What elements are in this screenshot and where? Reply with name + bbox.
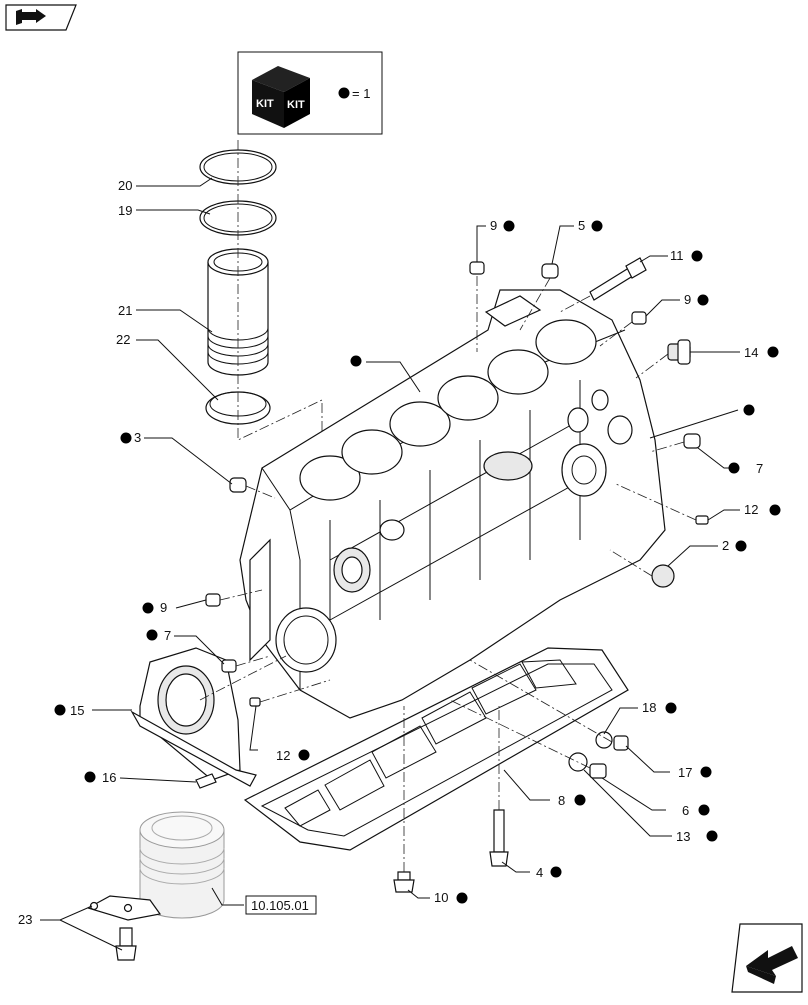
piston-reference bbox=[139, 811, 225, 919]
part-labels: 20 19 21 22 9 5 11 9 14 3 7 12 2 9 7 15 … bbox=[18, 178, 763, 927]
label-3: 3 bbox=[134, 430, 141, 445]
label-6: 6 bbox=[682, 803, 689, 818]
bolt-10 bbox=[393, 871, 415, 893]
label-18: 18 bbox=[642, 700, 656, 715]
dowel-12-right bbox=[695, 515, 709, 525]
assembly-lines bbox=[199, 276, 697, 872]
kit-box-icon: KIT KIT bbox=[252, 66, 310, 128]
engine-block bbox=[239, 289, 666, 719]
plug-3 bbox=[229, 477, 247, 493]
bolt-4 bbox=[489, 809, 509, 867]
label-2: 2 bbox=[722, 538, 729, 553]
kit-legend-box: KIT KIT = 1 bbox=[237, 51, 383, 135]
bracket-23 bbox=[86, 895, 162, 961]
label-10: 10 bbox=[434, 890, 448, 905]
label-19: 19 bbox=[118, 203, 132, 218]
plug-17 bbox=[613, 735, 629, 751]
label-4: 4 bbox=[536, 865, 543, 880]
plug-5 bbox=[541, 263, 559, 279]
bolt-11 bbox=[589, 257, 647, 301]
plug-9-top bbox=[469, 261, 485, 275]
next-page-arrow-icon[interactable] bbox=[731, 923, 803, 993]
label-13: 13 bbox=[676, 829, 690, 844]
kit-text-left: KIT bbox=[256, 98, 274, 110]
rear-seal-housing-15 bbox=[130, 647, 257, 787]
screw-16 bbox=[195, 773, 217, 789]
label-22: 22 bbox=[116, 332, 130, 347]
bushing-2 bbox=[651, 564, 675, 588]
label-21: 21 bbox=[118, 303, 132, 318]
plug-9-left bbox=[205, 593, 221, 607]
label-23: 23 bbox=[18, 912, 32, 927]
label-17: 17 bbox=[678, 765, 692, 780]
label-9-right: 9 bbox=[684, 292, 691, 307]
kit-text-right: KIT bbox=[287, 99, 305, 111]
label-9-left: 9 bbox=[160, 600, 167, 615]
kit-markers bbox=[54, 220, 781, 904]
dowel-12-left bbox=[249, 697, 261, 707]
label-12-left: 12 bbox=[276, 748, 290, 763]
label-20: 20 bbox=[118, 178, 132, 193]
washer-18 bbox=[595, 731, 613, 749]
label-8: 8 bbox=[558, 793, 565, 808]
sensor-14 bbox=[667, 339, 691, 365]
kit-dot-marker bbox=[338, 87, 350, 99]
plug-7-left bbox=[221, 659, 237, 673]
plug-9-right bbox=[631, 311, 647, 325]
label-9-top: 9 bbox=[490, 218, 497, 233]
label-12-right: 12 bbox=[744, 502, 758, 517]
label-16: 16 bbox=[102, 770, 116, 785]
plug-7-right bbox=[683, 433, 701, 449]
label-14: 14 bbox=[744, 345, 758, 360]
plug-6 bbox=[589, 763, 607, 779]
reference-label: 10.105.01 bbox=[251, 898, 309, 913]
oil-pan-gasket-8 bbox=[243, 647, 629, 851]
label-7-left: 7 bbox=[164, 628, 171, 643]
label-11: 11 bbox=[670, 248, 684, 263]
label-5: 5 bbox=[578, 218, 585, 233]
label-7-right: 7 bbox=[756, 461, 763, 476]
kit-legend-text: = 1 bbox=[352, 86, 370, 101]
label-15: 15 bbox=[70, 703, 84, 718]
book-arrow-icon[interactable] bbox=[5, 4, 77, 31]
reference-box[interactable]: 10.105.01 bbox=[245, 895, 317, 915]
